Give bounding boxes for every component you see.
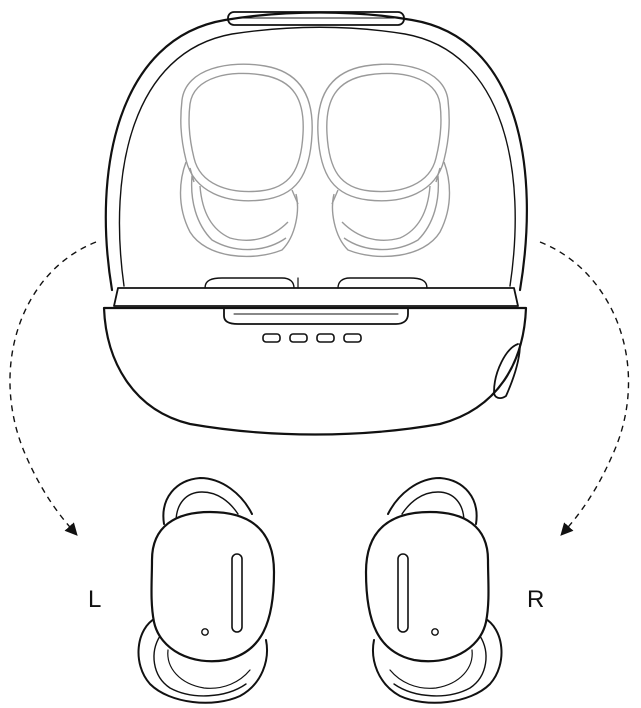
case-front-clasp [223, 307, 409, 325]
earbud-right [364, 477, 503, 704]
case-base-body [102, 306, 528, 436]
led-indicator [343, 333, 362, 343]
led-indicator [262, 333, 281, 343]
arrow-left-earbud-out [9, 241, 97, 536]
earbuds-in-case-ghost [179, 63, 451, 258]
case-lid-outer [104, 11, 528, 292]
earbud-left-touch-strip [231, 553, 243, 633]
case-led-indicators [262, 333, 362, 343]
earbud-right-body [364, 510, 490, 663]
case-hinge-slot [227, 11, 405, 26]
case-lid-inner [118, 26, 516, 287]
earbud-left-body [150, 510, 276, 663]
led-indicator [316, 333, 335, 343]
left-earbud-label: L [88, 586, 102, 613]
case-base-rim [113, 287, 519, 307]
earbud-right-mic-dot [431, 628, 439, 636]
earbud-left-wing [162, 477, 253, 525]
earbud-right-wing [387, 477, 478, 525]
earbud-left-tip [137, 617, 268, 704]
earbud-right-touch-strip [397, 553, 409, 633]
earbud-left [137, 477, 276, 704]
right-earbud-label: R [527, 586, 545, 613]
earbud-left-mic-dot [201, 628, 209, 636]
ghost-earbud-right [317, 63, 451, 258]
earbud-right-tip [372, 617, 503, 704]
charging-case [102, 11, 528, 436]
led-indicator [289, 333, 308, 343]
case-side-button [493, 343, 521, 399]
ghost-earbud-left [179, 63, 313, 258]
arrow-right-earbud-out [539, 241, 630, 536]
